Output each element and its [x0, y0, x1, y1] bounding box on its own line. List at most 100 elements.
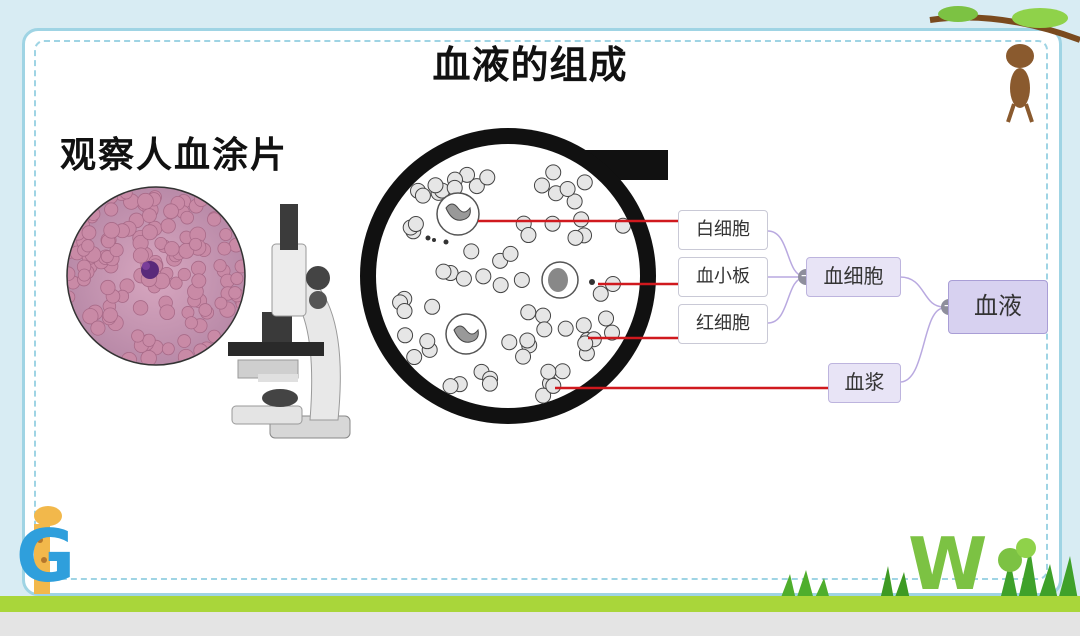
- smear-red-cell: [131, 329, 145, 343]
- smear-red-cell: [68, 319, 79, 334]
- giraffe-decoration: [34, 506, 62, 594]
- smear-red-cell: [161, 342, 175, 356]
- red-blood-cell: [427, 177, 444, 194]
- red-blood-cell: [442, 378, 459, 395]
- smear-red-cell: [68, 313, 77, 329]
- smear-red-cell: [102, 307, 118, 323]
- magnified-blood-view: [360, 128, 668, 424]
- red-blood-cell: [575, 317, 592, 334]
- blood-smear-image: [66, 186, 246, 366]
- red-blood-cell: [545, 164, 562, 181]
- red-blood-cell: [435, 263, 452, 280]
- red-blood-cell: [557, 320, 574, 337]
- slide-subtitle: 观察人血涂片: [60, 135, 289, 176]
- smear-red-cell: [68, 213, 79, 228]
- smear-red-cell: [160, 218, 176, 234]
- red-blood-cell: [559, 181, 576, 198]
- red-blood-cell: [544, 215, 561, 232]
- red-blood-cell: [414, 187, 431, 204]
- smear-red-cell: [74, 335, 90, 351]
- grass-strip: [0, 596, 1080, 612]
- red-blood-cell: [468, 178, 485, 195]
- large-cell-with-nucleus: [541, 261, 579, 299]
- red-blood-cell: [475, 268, 492, 285]
- smear-red-cell: [177, 267, 191, 282]
- smear-red-cell: [230, 272, 244, 286]
- node-platelet[interactable]: 血小板: [678, 257, 768, 297]
- smear-red-cell: [100, 279, 116, 296]
- letter-g-decoration: G: [16, 514, 76, 598]
- red-blood-cell: [501, 334, 518, 351]
- red-blood-cell: [598, 310, 615, 327]
- smear-red-cell: [189, 237, 203, 251]
- smear-red-cell: [237, 188, 244, 197]
- smear-red-cell: [82, 308, 99, 325]
- platelet-cluster: [425, 235, 595, 285]
- smear-red-cell: [103, 222, 120, 239]
- smear-red-cell: [228, 286, 242, 300]
- red-blood-cell: [419, 333, 436, 350]
- smear-red-cell: [68, 344, 86, 362]
- smear-red-cell: [219, 199, 234, 214]
- red-blood-cell: [554, 363, 571, 380]
- red-blood-cell: [566, 193, 583, 210]
- red-blood-cell: [576, 174, 593, 191]
- smear-red-cell: [83, 188, 100, 199]
- red-blood-cell: [396, 303, 413, 320]
- red-blood-cell: [492, 277, 509, 294]
- smear-red-cell: [191, 260, 207, 276]
- smear-red-cell: [142, 333, 156, 347]
- red-blood-cell: [463, 243, 480, 260]
- node-blood-cells[interactable]: 血细胞: [806, 257, 901, 297]
- mindmap-connectors: [767, 230, 945, 383]
- smear-red-cell: [89, 188, 106, 197]
- smear-red-cell: [142, 208, 157, 223]
- red-blood-cell: [573, 211, 590, 228]
- microscope-image: [228, 204, 351, 439]
- red-blood-cell: [604, 324, 621, 341]
- smear-red-cell: [214, 296, 228, 310]
- red-blood-cell: [567, 229, 584, 246]
- smear-red-cell: [198, 303, 213, 317]
- red-blood-cell: [592, 285, 609, 302]
- red-blood-cell: [481, 375, 498, 392]
- red-blood-cell: [533, 177, 550, 194]
- smear-red-cell: [163, 203, 179, 220]
- white-blood-cell: [436, 192, 480, 236]
- smear-red-cell: [229, 320, 244, 337]
- smear-red-cell: [68, 352, 77, 364]
- smear-red-cell: [100, 250, 114, 264]
- red-blood-cell: [536, 321, 553, 338]
- letter-w-decoration: W: [908, 522, 988, 606]
- red-blood-cell: [519, 332, 536, 349]
- red-blood-cell: [407, 216, 424, 233]
- smear-red-cell: [132, 300, 149, 316]
- smear-red-cell: [75, 193, 90, 207]
- smear-red-cell: [207, 329, 221, 344]
- red-blood-cell: [502, 245, 519, 262]
- red-blood-cell: [540, 363, 557, 380]
- smear-red-cell: [75, 344, 89, 358]
- white-blood-cell-2: [445, 313, 487, 355]
- red-blood-cell: [479, 169, 496, 186]
- red-blood-cell: [535, 307, 552, 324]
- smear-red-cell: [234, 259, 244, 274]
- node-red-blood-cell[interactable]: 红细胞: [678, 304, 768, 344]
- node-white-blood-cell[interactable]: 白细胞: [678, 210, 768, 250]
- smear-red-cell: [180, 210, 194, 225]
- grass-decoration: [780, 538, 1078, 600]
- smear-red-cell: [164, 241, 180, 257]
- node-blood[interactable]: 血液: [948, 280, 1048, 334]
- smear-red-cell: [77, 268, 91, 282]
- red-blood-cell: [545, 377, 562, 394]
- smear-red-cell: [132, 247, 149, 264]
- red-blood-cell: [406, 349, 423, 366]
- smear-red-cell: [177, 334, 192, 348]
- red-blood-cell: [520, 227, 537, 244]
- node-plasma[interactable]: 血浆: [828, 363, 901, 403]
- smear-red-cell: [141, 224, 158, 241]
- smear-red-cell: [81, 225, 97, 240]
- red-blood-cell: [577, 335, 594, 352]
- smear-red-cell: [207, 212, 222, 227]
- red-blood-cell: [397, 327, 414, 344]
